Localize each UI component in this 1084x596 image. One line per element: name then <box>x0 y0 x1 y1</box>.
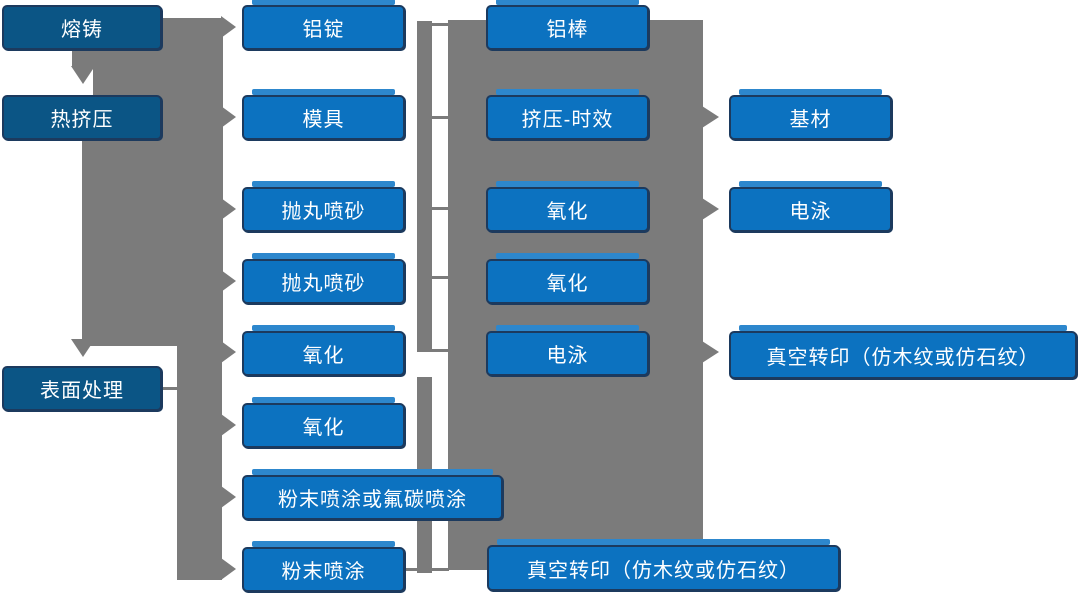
node-substrate: 基材 <box>729 89 892 140</box>
connector-tie-line <box>431 207 449 210</box>
node-mold: 模具 <box>242 89 405 140</box>
node-powder-coating: 粉末喷涂 <box>242 541 405 592</box>
node-extrusion-aging: 挤压-时效 <box>486 89 649 140</box>
connector-tie-line <box>431 349 449 352</box>
connector-tie-line <box>431 23 449 26</box>
node-aluminum-ingot: 铝锭 <box>242 0 405 50</box>
arrowhead-right-icon <box>702 106 719 128</box>
arrowhead-down-icon <box>71 66 95 84</box>
arrowhead-down-icon <box>71 339 95 357</box>
arrowhead-right-icon <box>221 198 236 220</box>
connector-tie-line <box>431 116 449 119</box>
arrowhead-right-icon <box>221 16 236 38</box>
connector-tie-line <box>406 568 449 571</box>
connector-stem-melting-to-extrusion <box>72 50 94 67</box>
node-shot-blasting-2: 抛丸喷砂 <box>242 253 405 304</box>
node-oxidation-1: 氧化 <box>242 325 405 376</box>
connector-surface-treatment-stub <box>163 387 179 390</box>
arrowhead-right-icon <box>221 558 236 580</box>
connector-tie-line <box>431 276 449 279</box>
arrowhead-right-icon <box>221 414 236 436</box>
node-aluminum-rod: 铝棒 <box>486 0 649 50</box>
arrowhead-right-icon <box>221 341 236 363</box>
node-electrophoresis-2: 电泳 <box>729 181 892 232</box>
arrowhead-right-icon <box>702 198 719 220</box>
node-shot-blasting-1: 抛丸喷砂 <box>242 181 405 232</box>
node-melting-casting: 熔铸 <box>2 5 162 50</box>
node-vacuum-transfer-1: 真空转印（仿木纹或仿石纹） <box>487 539 840 591</box>
arrowhead-right-icon <box>221 486 236 508</box>
arrowhead-right-icon <box>221 270 236 292</box>
node-oxidation-3: 氧化 <box>486 181 649 232</box>
node-vacuum-transfer-2: 真空转印（仿木纹或仿石纹） <box>729 325 1077 379</box>
node-hot-extrusion: 热挤压 <box>2 95 162 140</box>
node-surface-treatment: 表面处理 <box>2 366 162 411</box>
node-oxidation-4: 氧化 <box>486 253 649 304</box>
node-electrophoresis-1: 电泳 <box>486 325 649 376</box>
arrowhead-right-icon <box>221 106 236 128</box>
connector-mid-trunk-upper <box>417 21 432 352</box>
arrowhead-right-icon <box>702 341 719 363</box>
node-powder-or-fluorocarbon-coating: 粉末喷涂或氟碳喷涂 <box>242 469 503 520</box>
node-oxidation-2: 氧化 <box>242 397 405 448</box>
connector-left-lower-trunk <box>177 346 222 580</box>
